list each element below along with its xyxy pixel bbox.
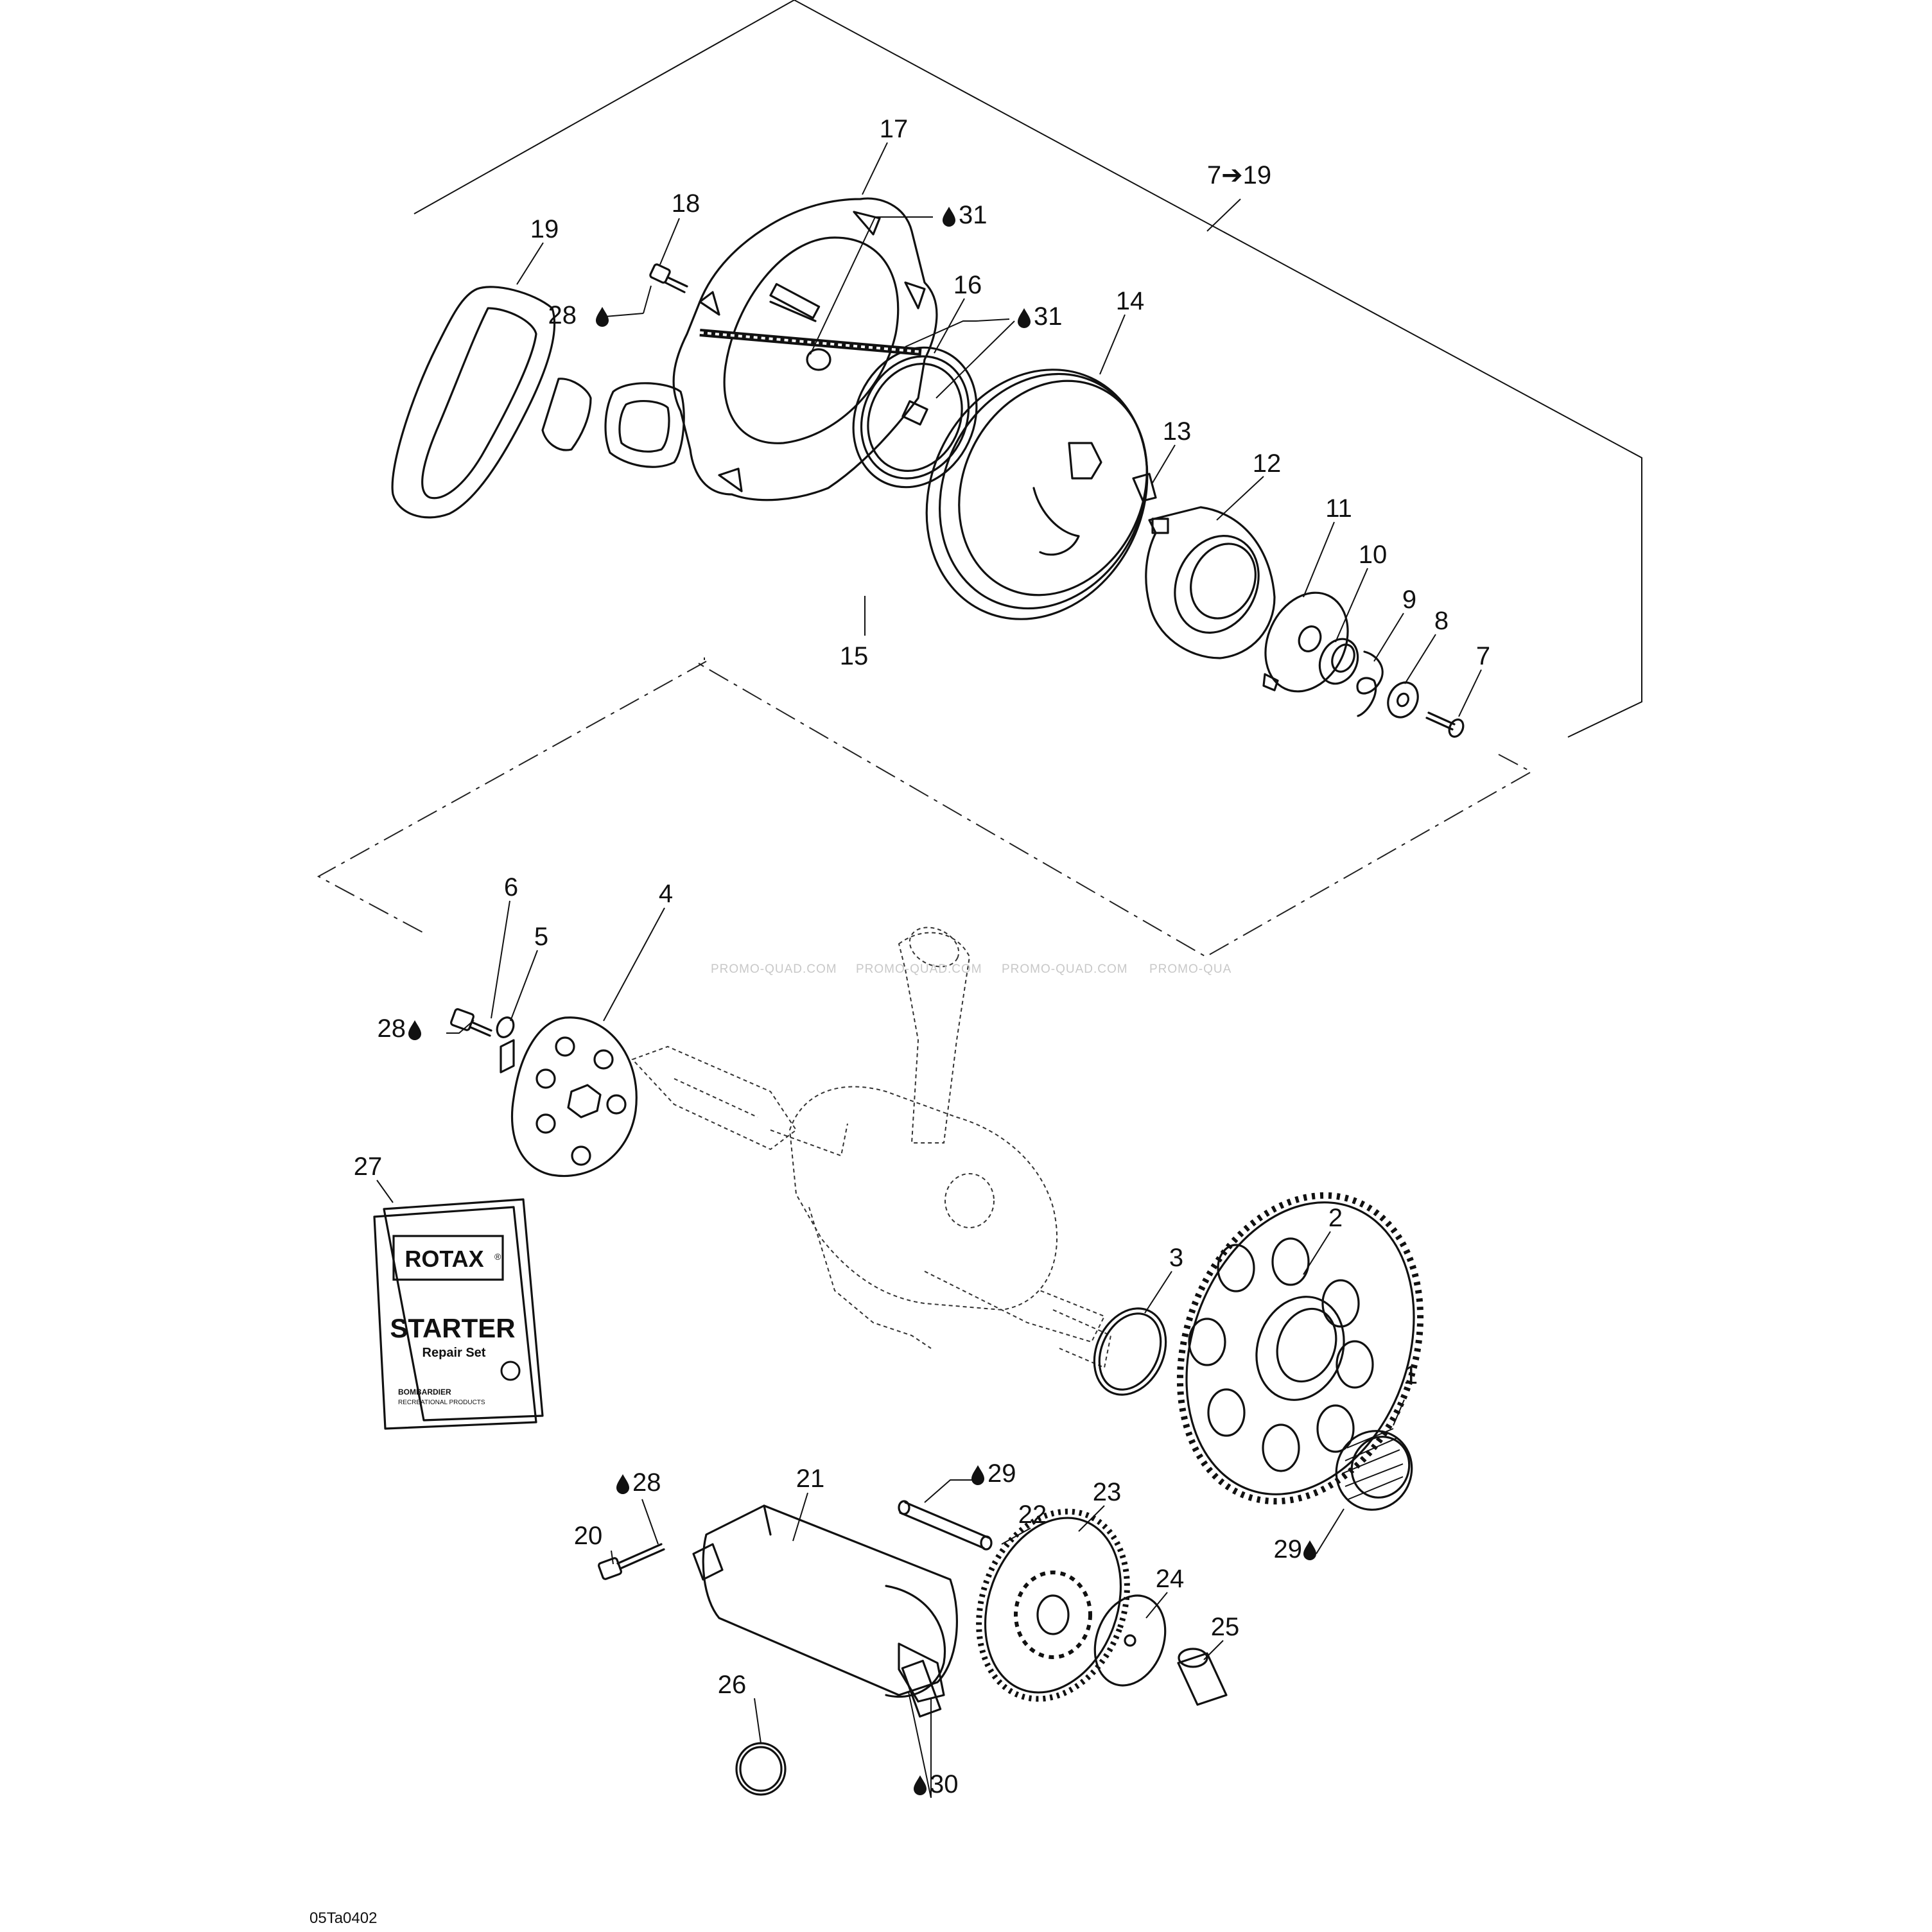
watermark: PROMO-QUAD.COM PROMO-QUAD.COM PROMO-QUAD… xyxy=(711,962,1231,976)
oil-drop-icon xyxy=(971,1465,984,1485)
oil-drop-icon xyxy=(616,1474,629,1494)
watermark-text: PROMO-QUA xyxy=(1149,962,1231,976)
part-10-bushing xyxy=(1318,638,1359,685)
part-26-o-ring xyxy=(735,1742,787,1796)
part-16-recoil-spring xyxy=(852,346,978,489)
part-13-pawl xyxy=(1132,473,1157,502)
recoil-starter-group-outline xyxy=(413,0,1642,738)
crankshaft-reference xyxy=(631,927,1112,1369)
part-5-washer xyxy=(496,1016,515,1038)
callout-7: 7 xyxy=(1476,642,1490,670)
part-23-intermediate-gear xyxy=(976,1508,1130,1702)
part-1-needle-bearing xyxy=(1335,1428,1413,1511)
watermark-text: PROMO-QUAD.COM xyxy=(711,962,837,976)
callout-15: 15 xyxy=(840,642,869,670)
callout-14: 14 xyxy=(1116,287,1145,315)
callout-31: 31 xyxy=(1034,302,1063,331)
group-label-7-to-19: 7➔19 xyxy=(1207,161,1271,189)
part-18-bolt xyxy=(649,263,688,293)
callout-13: 13 xyxy=(1163,417,1192,446)
booklet-subtitle: Repair Set xyxy=(422,1346,486,1360)
callout-5: 5 xyxy=(534,923,548,951)
part-9-spring-clip xyxy=(1356,650,1384,717)
rope-grommet xyxy=(604,382,685,468)
callout-25: 25 xyxy=(1211,1613,1240,1641)
part-22-shaft-pin xyxy=(898,1500,993,1551)
part-11-friction-plate xyxy=(1262,591,1349,693)
booklet-maker-sub: RECREATIONAL PRODUCTS xyxy=(398,1399,485,1406)
part-4-drive-plate xyxy=(500,1016,638,1177)
part-27-repair-booklet: ROTAX ® STARTER Repair Set BOMBARDIER RE… xyxy=(373,1198,544,1430)
callout-11: 11 xyxy=(1325,494,1352,523)
leader-lines xyxy=(376,142,1482,1798)
callout-26: 26 xyxy=(718,1671,747,1699)
watermark-text: PROMO-QUAD.COM xyxy=(1002,962,1128,976)
engine-reference-dashed-outline xyxy=(317,657,1533,958)
diagram-code: 05Ta0402 xyxy=(309,1910,377,1927)
callout-3: 3 xyxy=(1169,1244,1183,1272)
oil-drop-icon xyxy=(1018,308,1031,328)
callout-8: 8 xyxy=(1434,607,1449,635)
callout-29: 29 xyxy=(988,1459,1016,1488)
bombardier-logo-icon xyxy=(500,1361,521,1381)
booklet-registered-mark: ® xyxy=(494,1251,501,1262)
callout-27: 27 xyxy=(354,1153,383,1181)
booklet-title: STARTER xyxy=(390,1313,515,1343)
part-7-screw xyxy=(1425,711,1465,738)
callout-1: 1 xyxy=(1404,1361,1418,1389)
part-3-o-ring xyxy=(1093,1307,1167,1396)
callout-31: 31 xyxy=(959,201,988,229)
oil-drop-icon xyxy=(914,1775,927,1795)
oil-drop-icon xyxy=(408,1020,421,1040)
booklet-maker: BOMBARDIER xyxy=(398,1388,451,1397)
part-25-bushing xyxy=(1177,1648,1228,1706)
part-15-starter-rope xyxy=(699,329,922,356)
callout-10: 10 xyxy=(1359,541,1388,569)
oil-drop-icon xyxy=(596,307,609,327)
callout-17: 17 xyxy=(880,115,909,143)
callout-4: 4 xyxy=(659,880,673,908)
part-14-rope-pulley xyxy=(925,369,1149,620)
callout-18: 18 xyxy=(672,189,701,218)
callout-20: 20 xyxy=(574,1522,603,1550)
callout-16: 16 xyxy=(953,271,982,299)
part-20-bolt xyxy=(597,1543,665,1580)
callout-29: 29 xyxy=(1274,1535,1303,1563)
callout-12: 12 xyxy=(1253,449,1282,478)
callout-9: 9 xyxy=(1402,586,1416,614)
oil-drop-icon xyxy=(1303,1540,1316,1560)
part-12-cam xyxy=(1145,506,1276,659)
callout-24: 24 xyxy=(1156,1565,1185,1593)
callout-6: 6 xyxy=(504,873,518,901)
callout-23: 23 xyxy=(1093,1478,1122,1506)
callout-19: 19 xyxy=(530,215,559,243)
callout-28: 28 xyxy=(632,1468,661,1497)
part-19-rope-handle xyxy=(391,286,592,519)
part-callouts: 1 2 3 4 5 6 7 8 9 10 11 12 13 14 15 16 1… xyxy=(309,115,1490,1927)
callout-28: 28 xyxy=(548,301,577,329)
callout-2: 2 xyxy=(1328,1204,1343,1232)
part-17-starter-housing xyxy=(672,197,938,501)
callout-28: 28 xyxy=(378,1014,406,1043)
callout-21: 21 xyxy=(796,1465,825,1493)
part-8-washer xyxy=(1387,681,1419,718)
watermark-text: PROMO-QUAD.COM xyxy=(856,962,982,976)
part-24-thrust-washer xyxy=(1093,1594,1167,1687)
callout-30: 30 xyxy=(930,1770,959,1798)
booklet-brand: ROTAX xyxy=(405,1246,483,1272)
oil-drop-icon xyxy=(943,207,955,227)
callout-22: 22 xyxy=(1018,1501,1047,1529)
part-2-starter-ring-gear xyxy=(1176,1192,1424,1505)
